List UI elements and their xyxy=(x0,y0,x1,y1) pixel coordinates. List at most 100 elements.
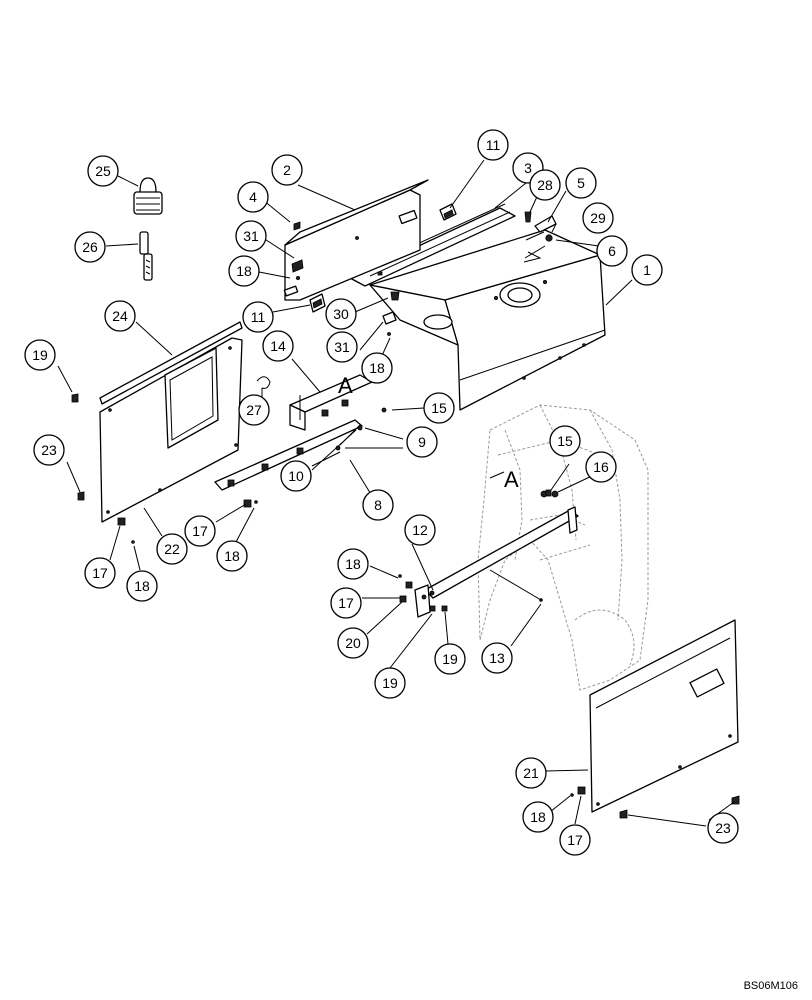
loose-hardware xyxy=(71,393,740,819)
svg-text:18: 18 xyxy=(224,548,240,564)
callout-8: 8 xyxy=(362,489,394,521)
machine-frame-outline xyxy=(477,404,649,691)
callout-1: 1 xyxy=(631,254,663,286)
view-letter-a-upper: A xyxy=(338,373,353,398)
callout-2: 2 xyxy=(271,154,303,186)
svg-text:21: 21 xyxy=(523,765,539,781)
svg-text:12: 12 xyxy=(412,522,428,538)
svg-text:18: 18 xyxy=(530,809,546,825)
callout-24: 24 xyxy=(104,300,136,332)
lower-panel-part-21 xyxy=(589,619,739,813)
svg-text:15: 15 xyxy=(431,400,447,416)
callout-20: 20 xyxy=(337,627,369,659)
svg-text:22: 22 xyxy=(164,541,180,557)
svg-text:18: 18 xyxy=(345,556,361,572)
callout-18-mid: 18 xyxy=(361,352,393,384)
callout-23-right: 23 xyxy=(707,812,739,844)
bracket-part-2 xyxy=(283,179,429,301)
svg-text:18: 18 xyxy=(369,360,385,376)
callout-11-upper: 11 xyxy=(477,129,509,161)
callout-11-lower: 11 xyxy=(242,301,274,333)
svg-text:11: 11 xyxy=(486,137,501,153)
padlock-part-25 xyxy=(133,177,163,215)
callout-4: 4 xyxy=(237,181,269,213)
hinge-plate-part-14 xyxy=(214,374,373,491)
callout-16: 16 xyxy=(585,451,617,483)
callout-27: 27 xyxy=(238,394,270,426)
svg-text:27: 27 xyxy=(246,402,262,418)
callout-14: 14 xyxy=(262,330,294,362)
callout-17-left: 17 xyxy=(84,557,116,589)
svg-text:16: 16 xyxy=(593,459,609,475)
svg-text:31: 31 xyxy=(334,339,350,355)
callout-30: 30 xyxy=(325,298,357,330)
svg-text:5: 5 xyxy=(577,175,585,191)
svg-text:13: 13 xyxy=(489,650,505,666)
svg-text:30: 30 xyxy=(333,306,349,322)
callout-31-lower: 31 xyxy=(326,331,358,363)
callout-19-bottom: 19 xyxy=(374,667,406,699)
callout-6: 6 xyxy=(596,235,628,267)
svg-text:10: 10 xyxy=(288,468,304,484)
svg-text:23: 23 xyxy=(41,442,57,458)
svg-text:31: 31 xyxy=(243,228,259,244)
view-letter-a-leader xyxy=(489,471,505,479)
svg-text:29: 29 xyxy=(590,210,606,226)
key-part-26 xyxy=(139,231,153,281)
svg-text:26: 26 xyxy=(82,239,98,255)
callout-18-bar: 18 xyxy=(337,548,369,580)
svg-text:4: 4 xyxy=(249,189,257,205)
svg-text:17: 17 xyxy=(92,565,108,581)
callout-23-left: 23 xyxy=(33,434,65,466)
svg-text:8: 8 xyxy=(374,497,382,513)
callout-18-right: 18 xyxy=(522,801,554,833)
svg-text:9: 9 xyxy=(418,434,426,450)
svg-text:19: 19 xyxy=(442,651,458,667)
callout-28: 28 xyxy=(529,169,561,201)
callout-12: 12 xyxy=(404,514,436,546)
svg-text:18: 18 xyxy=(236,263,252,279)
callout-22: 22 xyxy=(156,533,188,565)
svg-text:14: 14 xyxy=(270,338,286,354)
callout-18-left: 18 xyxy=(126,570,158,602)
latch-part-11-upper xyxy=(439,203,457,221)
callout-18-upper: 18 xyxy=(228,255,260,287)
callout-19-mid: 19 xyxy=(434,643,466,675)
svg-text:19: 19 xyxy=(382,675,398,691)
callout-9: 9 xyxy=(406,426,438,458)
callout-17-right: 17 xyxy=(559,824,591,856)
svg-text:3: 3 xyxy=(524,160,532,176)
side-panel-part-22 xyxy=(99,337,243,523)
svg-text:28: 28 xyxy=(537,177,553,193)
svg-text:25: 25 xyxy=(95,163,111,179)
svg-text:6: 6 xyxy=(608,243,616,259)
support-bar-part-12 xyxy=(398,490,579,618)
svg-text:23: 23 xyxy=(715,820,731,836)
svg-text:1: 1 xyxy=(643,262,651,278)
callout-10: 10 xyxy=(280,460,312,492)
callout-15-frame: 15 xyxy=(549,425,581,457)
callout-18-mid-lower: 18 xyxy=(216,540,248,572)
callout-26: 26 xyxy=(74,231,106,263)
callout-13: 13 xyxy=(481,642,513,674)
svg-text:11: 11 xyxy=(251,309,266,325)
callout-29: 29 xyxy=(582,202,614,234)
svg-text:15: 15 xyxy=(557,433,573,449)
svg-text:17: 17 xyxy=(338,595,354,611)
svg-text:17: 17 xyxy=(567,832,583,848)
callout-19-left: 19 xyxy=(24,339,56,371)
svg-text:17: 17 xyxy=(192,523,208,539)
callout-15-upper: 15 xyxy=(423,392,455,424)
callout-5: 5 xyxy=(565,167,597,199)
callout-31-upper: 31 xyxy=(235,220,267,252)
callout-21: 21 xyxy=(515,757,547,789)
callout-25: 25 xyxy=(87,155,119,187)
callout-17-bar: 17 xyxy=(330,587,362,619)
svg-text:20: 20 xyxy=(345,635,361,651)
callout-17-mid: 17 xyxy=(184,515,216,547)
svg-text:18: 18 xyxy=(134,578,150,594)
svg-text:24: 24 xyxy=(112,308,128,324)
svg-text:19: 19 xyxy=(32,347,48,363)
